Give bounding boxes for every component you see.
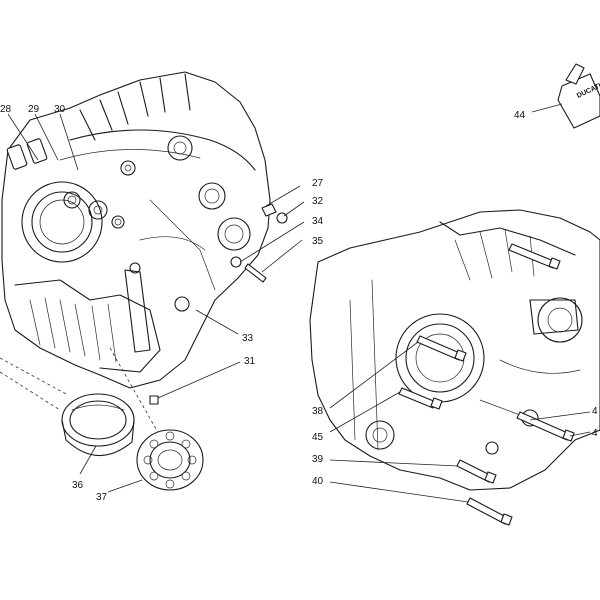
callout-30: 30 [54, 104, 66, 115]
right-crankcase-half [309, 209, 600, 491]
plug-31 [149, 395, 159, 405]
assembly-line-left-1 [0, 357, 69, 396]
oil-filter-44: DUCATI [557, 63, 600, 129]
callout-37: 37 [96, 492, 108, 503]
screw-35 [244, 263, 267, 283]
callout-36: 36 [72, 480, 84, 491]
callout-clipped-2: 4 [592, 428, 598, 439]
dowel-27 [261, 203, 277, 217]
callout-45: 45 [312, 432, 324, 443]
assembly-line-left-2 [0, 371, 61, 411]
callout-38: 38 [312, 406, 324, 417]
callout-33: 33 [242, 333, 254, 344]
callout-31: 31 [244, 356, 256, 367]
roller-bearing-37 [136, 429, 204, 491]
leader-lines [7, 103, 591, 503]
callout-32: 32 [312, 196, 324, 207]
bearing-cup-36 [61, 393, 135, 456]
callout-44: 44 [514, 110, 526, 121]
assembly-line-left-3 [109, 347, 161, 437]
callout-28: 28 [0, 104, 12, 115]
callout-clipped-1: 4 [592, 406, 598, 417]
callout-40: 40 [312, 476, 324, 487]
callout-39: 39 [312, 454, 324, 465]
callout-27: 27 [312, 178, 324, 189]
callout-29: 29 [28, 104, 40, 115]
callout-35: 35 [312, 236, 324, 247]
left-crankcase-half [1, 71, 271, 389]
callout-34: 34 [312, 216, 324, 227]
